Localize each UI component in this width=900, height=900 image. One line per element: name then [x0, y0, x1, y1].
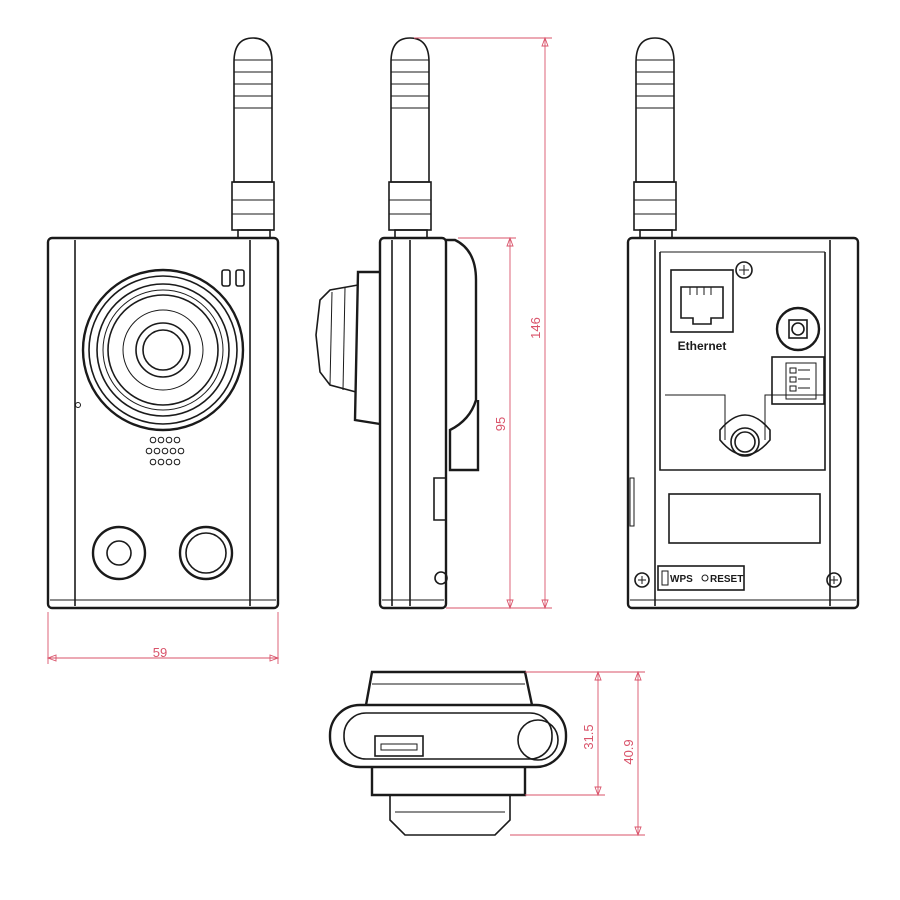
total-depth-label: 40.9 — [621, 739, 636, 764]
body-height-dimension: 95 — [446, 236, 516, 610]
antenna-icon — [633, 37, 677, 239]
total-depth-dimension: 40.9 — [510, 670, 645, 837]
screw-icon — [634, 572, 650, 588]
usb-port-icon — [374, 735, 424, 757]
mount-hole-icon — [730, 427, 760, 457]
screw-icon — [826, 572, 842, 588]
front-view — [46, 37, 280, 610]
reset-label: RESET — [710, 574, 743, 585]
antenna-icon — [388, 37, 432, 239]
speaker-grille-icon — [145, 436, 185, 466]
wps-button-icon: WPS RESET — [657, 565, 745, 591]
total-height-label: 146 — [528, 317, 543, 339]
ethernet-label: Ethernet — [678, 339, 727, 353]
width-dimension: 59 — [46, 612, 280, 664]
dc-jack-icon — [517, 719, 559, 761]
back-view: Ethernet WPS — [626, 37, 860, 610]
wps-label: WPS — [670, 574, 693, 585]
lens-icon — [81, 268, 245, 432]
ethernet-port-icon — [670, 269, 734, 333]
antenna-icon — [231, 37, 275, 239]
terminal-block-icon — [771, 356, 825, 405]
left-button-icon — [91, 525, 147, 581]
bottom-view — [328, 670, 568, 836]
base-depth-dimension: 31.5 — [525, 670, 605, 797]
label-plate — [668, 493, 821, 544]
right-button-icon — [178, 525, 234, 581]
body-height-label: 95 — [493, 417, 508, 431]
screw-icon — [735, 261, 753, 279]
width-dimension-label: 59 — [153, 645, 167, 660]
dc-jack-icon — [775, 306, 821, 352]
base-depth-label: 31.5 — [581, 724, 596, 749]
total-height-dimension: 146 — [414, 36, 552, 610]
front-housing — [46, 236, 280, 610]
side-view — [315, 37, 480, 610]
